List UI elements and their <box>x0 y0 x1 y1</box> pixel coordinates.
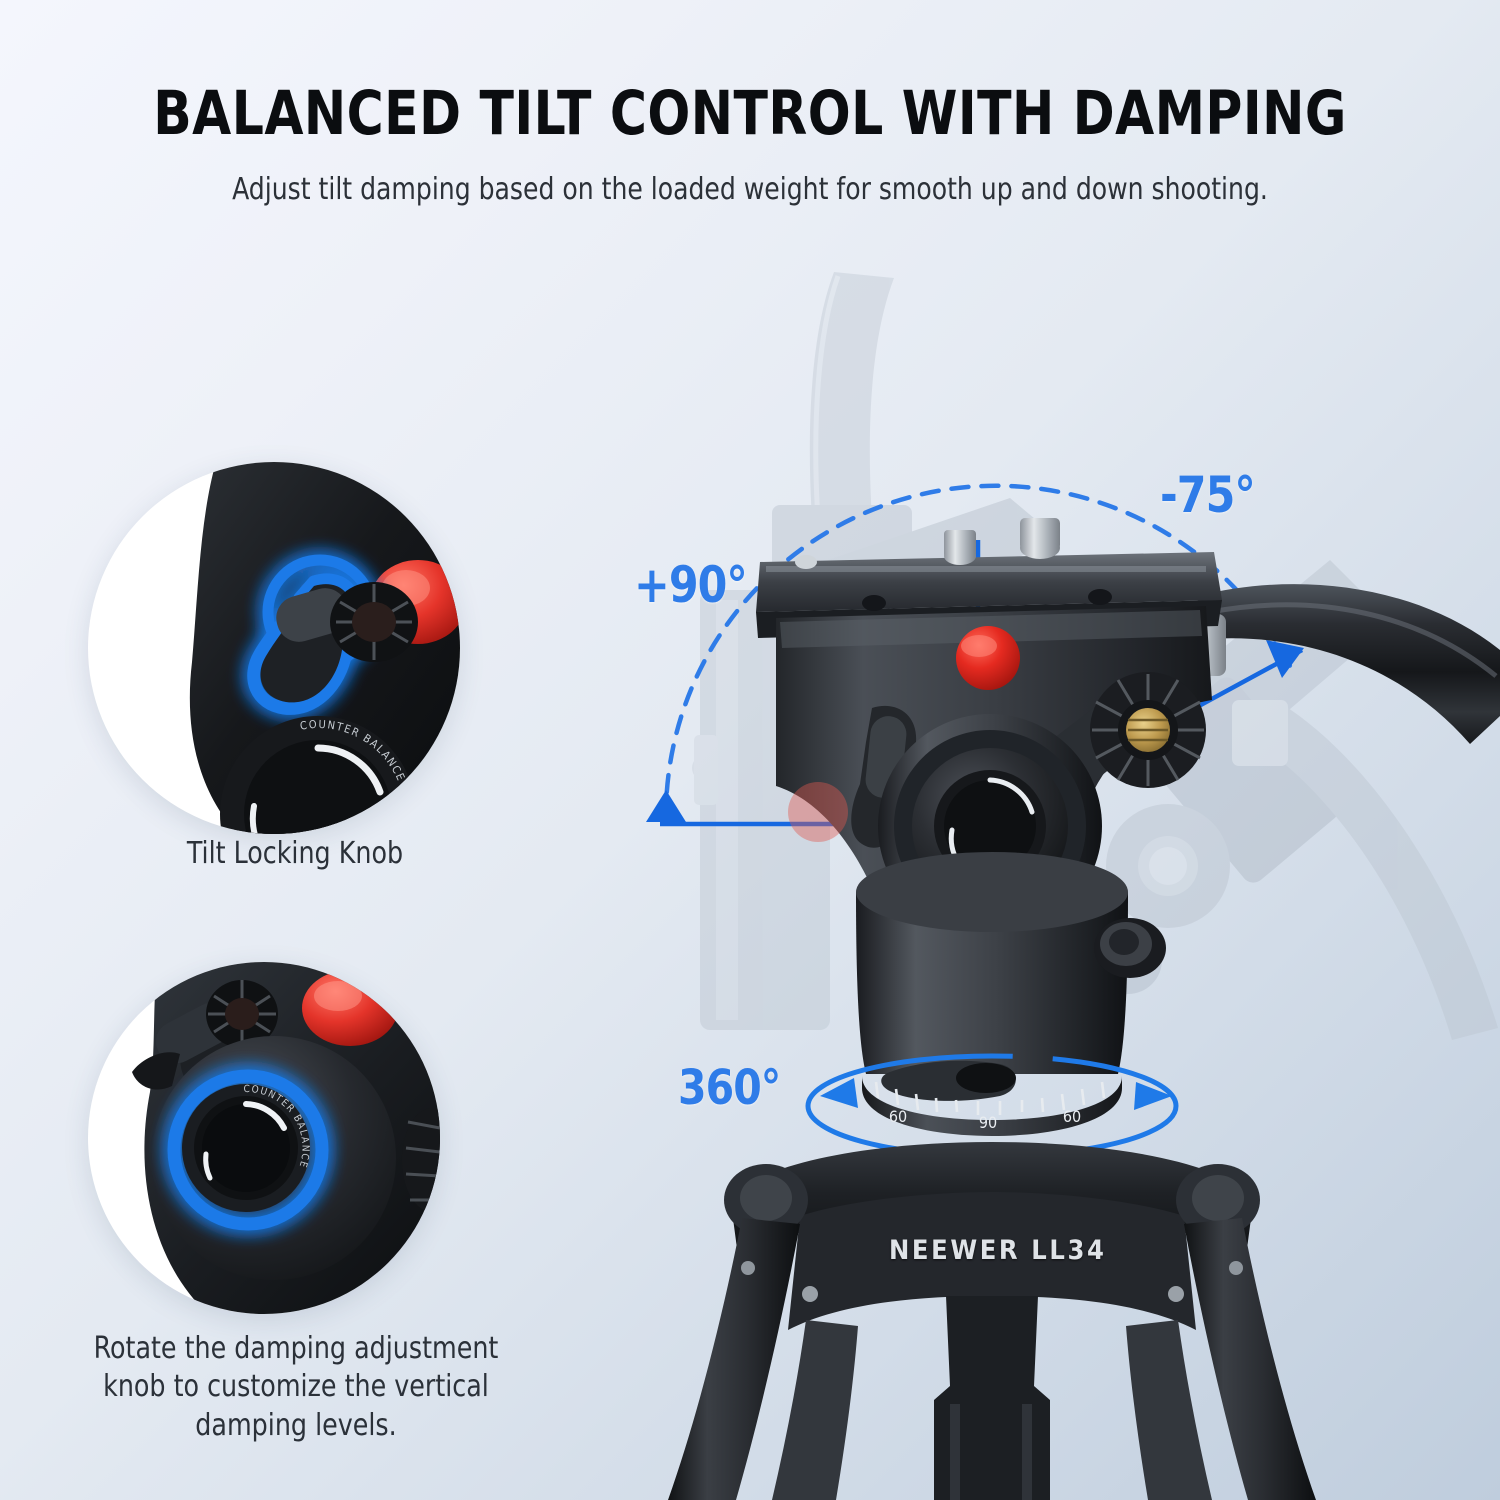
arrowhead-right <box>1266 640 1304 678</box>
tripod <box>668 1142 1316 1500</box>
brand-label: NEEWER LL34 <box>889 1235 1107 1266</box>
knurled-tilt-knob <box>1090 672 1206 788</box>
callout-2-caption: Rotate the damping adjustment knob to cu… <box>93 1331 499 1443</box>
damping-knob-highlight <box>167 1069 329 1231</box>
callout-2-art: COUNTER BALANCE <box>132 962 440 1314</box>
plate-screws <box>795 518 1060 569</box>
pan-scale-numbers: 60 90 60 <box>889 1107 1081 1132</box>
tripod-leg-right <box>1184 1218 1316 1500</box>
svg-text:COUNTER BALANCE: COUNTER BALANCE <box>0 0 4 3</box>
quick-release-button <box>956 626 1020 690</box>
lever-pad <box>276 588 348 642</box>
leg-section-right <box>1126 1320 1212 1500</box>
ghost-red-button <box>788 782 848 842</box>
leg-section-left <box>772 1320 858 1500</box>
side-lock-knob <box>1094 918 1166 978</box>
angle-label-pan: 360° <box>678 1060 781 1116</box>
callout-1-caption: Tilt Locking Knob <box>186 836 404 871</box>
dial-indicator-arc <box>987 777 1035 815</box>
page-title: BALANCED TILT CONTROL WITH DAMPING <box>153 78 1347 149</box>
pan-scale-ring <box>862 1076 1122 1136</box>
svg-text:90: 90 <box>979 1113 997 1132</box>
callout-tilt-locking-knob: COUNTER BALANCE <box>88 462 460 834</box>
callout-1-art: COUNTER BALANCE <box>189 462 460 834</box>
counter-balance-dial-icon: COUNTER BALANCE <box>220 716 416 834</box>
page-subtitle: Adjust tilt damping based on the loaded … <box>232 172 1268 207</box>
knob-indicator-arc <box>243 1101 287 1131</box>
center-column <box>934 1296 1050 1500</box>
pan-lock-lever <box>881 1060 1016 1101</box>
counter-balance-knob-icon: COUNTER BALANCE <box>182 1084 310 1212</box>
side-knurl-icon <box>402 1108 440 1212</box>
knurled-collar-icon <box>206 980 278 1048</box>
svg-text:60: 60 <box>1063 1107 1081 1126</box>
leg-hinges <box>724 1164 1260 1236</box>
pan-base-drum: 60 90 60 <box>856 852 1166 1136</box>
angle-label-tilt-down: -75° <box>1160 466 1256 524</box>
callout-damping-adjustment-knob: COUNTER BALANCE <box>88 962 440 1314</box>
tripod-spider-plate <box>788 1192 1196 1330</box>
arrowhead-left <box>646 790 686 822</box>
pan-scale-ticks <box>874 1081 1106 1115</box>
svg-text:60: 60 <box>889 1107 907 1126</box>
angle-label-tilt-up: +90° <box>634 556 748 614</box>
tripod-leg-left <box>668 1218 800 1500</box>
knurled-collar-icon <box>330 582 418 662</box>
